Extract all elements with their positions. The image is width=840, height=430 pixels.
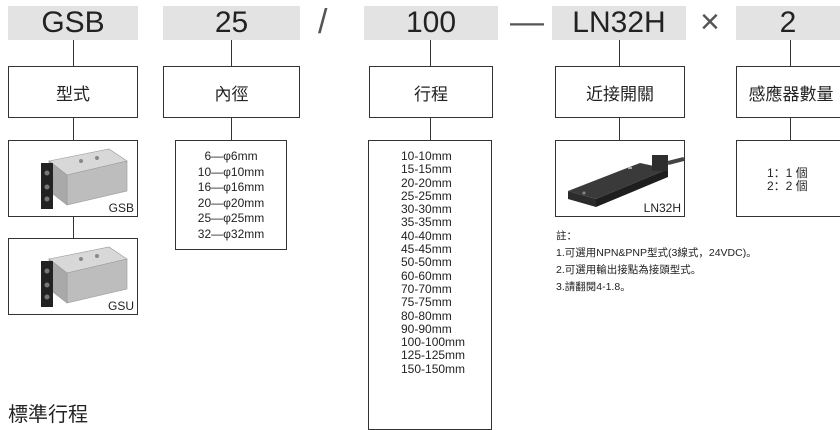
cylinder-illustration	[41, 246, 128, 307]
stroke-code: 100	[364, 6, 498, 40]
stroke-option: 125-125mm	[401, 348, 466, 363]
bore-option: 6—φ6mm	[204, 149, 258, 163]
gsb-cylinder-image: GSB	[8, 140, 138, 217]
gsu-image-label: GSU	[107, 299, 134, 313]
stroke-option: 80-80mm	[401, 308, 452, 323]
bore-option: 16—φ16mm	[197, 180, 265, 194]
qty-option: 2：2 個	[767, 179, 808, 193]
qty-option: 1：1 個	[767, 166, 808, 180]
sensor-illustration	[568, 155, 684, 207]
bore-box: 內徑	[163, 66, 300, 118]
stroke-option: 30-30mm	[401, 202, 452, 217]
note-item: 3.請翻閱4-1.8。	[556, 281, 631, 293]
connector-line	[430, 40, 431, 66]
stroke-options-box: 10-10mm 15-15mm 20-20mm 25-25mm 30-30mm …	[368, 140, 492, 430]
stroke-option: 35-35mm	[401, 215, 452, 230]
connector-line	[619, 118, 620, 140]
section-title: 標準行程	[8, 402, 88, 426]
bore-option: 10—φ10mm	[197, 164, 265, 179]
stroke-option: 20-20mm	[401, 175, 452, 190]
stroke-option: 15-15mm	[401, 162, 452, 177]
proximity-switch-image: LN32H	[555, 140, 685, 217]
note-item: 1.可選用NPN&PNP型式(3線式，24VDC)。	[556, 247, 757, 259]
qty-code: 2	[736, 6, 840, 40]
bore-option: 25—φ25mm	[197, 211, 265, 225]
connector-line	[430, 118, 431, 140]
separator-slash: /	[318, 3, 328, 41]
qty-box: 感應器數量	[736, 66, 840, 118]
switch-image-label: LN32H	[643, 201, 681, 215]
stroke-option: 75-75mm	[401, 295, 452, 310]
bore-option: 20—φ20mm	[197, 195, 265, 210]
separator-times: ×	[700, 3, 720, 41]
stroke-option: 100-100mm	[401, 335, 466, 350]
bore-code: 25	[163, 6, 300, 40]
connector-line	[790, 40, 791, 66]
stroke-option: 60-60mm	[401, 268, 452, 283]
stroke-option: 40-40mm	[401, 228, 452, 243]
stroke-option: 150-150mm	[401, 361, 466, 376]
connector-line	[73, 118, 74, 140]
connector-line	[231, 40, 232, 66]
switch-box: 近接開關	[555, 66, 685, 118]
stroke-option: 90-90mm	[401, 321, 452, 336]
stroke-options-list: 10-10mm 15-15mm 20-20mm 25-25mm 30-30mm …	[401, 149, 466, 376]
stroke-option: 10-10mm	[401, 149, 452, 163]
switch-code: LN32H	[552, 6, 686, 40]
qty-options-list: 1：1 個 2：2 個	[767, 167, 808, 193]
notes: 註： 1.可選用NPN&PNP型式(3線式，24VDC)。 2.可選用輸出接點為…	[556, 228, 757, 296]
stroke-option: 50-50mm	[401, 255, 452, 270]
gsb-image-label: GSB	[108, 201, 134, 215]
connector-line	[73, 40, 74, 66]
connector-line	[619, 40, 620, 66]
model-box: 型式	[8, 66, 138, 118]
bore-option: 32—φ32mm	[197, 226, 265, 241]
connector-line	[73, 217, 74, 238]
stroke-option: 45-45mm	[401, 242, 452, 257]
note-item: 2.可選用輸出接點為接頭型式。	[556, 264, 702, 276]
qty-options-box: 1：1 個 2：2 個	[736, 140, 840, 217]
notes-title: 註：	[556, 230, 577, 242]
cylinder-illustration	[41, 148, 128, 209]
bore-options-list: 6—φ6mm 10—φ10mm 16—φ16mm 20—φ20mm 25—φ25…	[176, 149, 286, 242]
bore-options-box: 6—φ6mm 10—φ10mm 16—φ16mm 20—φ20mm 25—φ25…	[175, 140, 287, 250]
model-code: GSB	[8, 6, 138, 40]
stroke-box: 行程	[369, 66, 493, 118]
stroke-option: 25-25mm	[401, 188, 452, 203]
stroke-option: 70-70mm	[401, 281, 452, 296]
connector-line	[231, 118, 232, 140]
gsu-cylinder-image: GSU	[8, 238, 138, 315]
separator-dash: —	[510, 3, 544, 41]
connector-line	[790, 118, 791, 140]
